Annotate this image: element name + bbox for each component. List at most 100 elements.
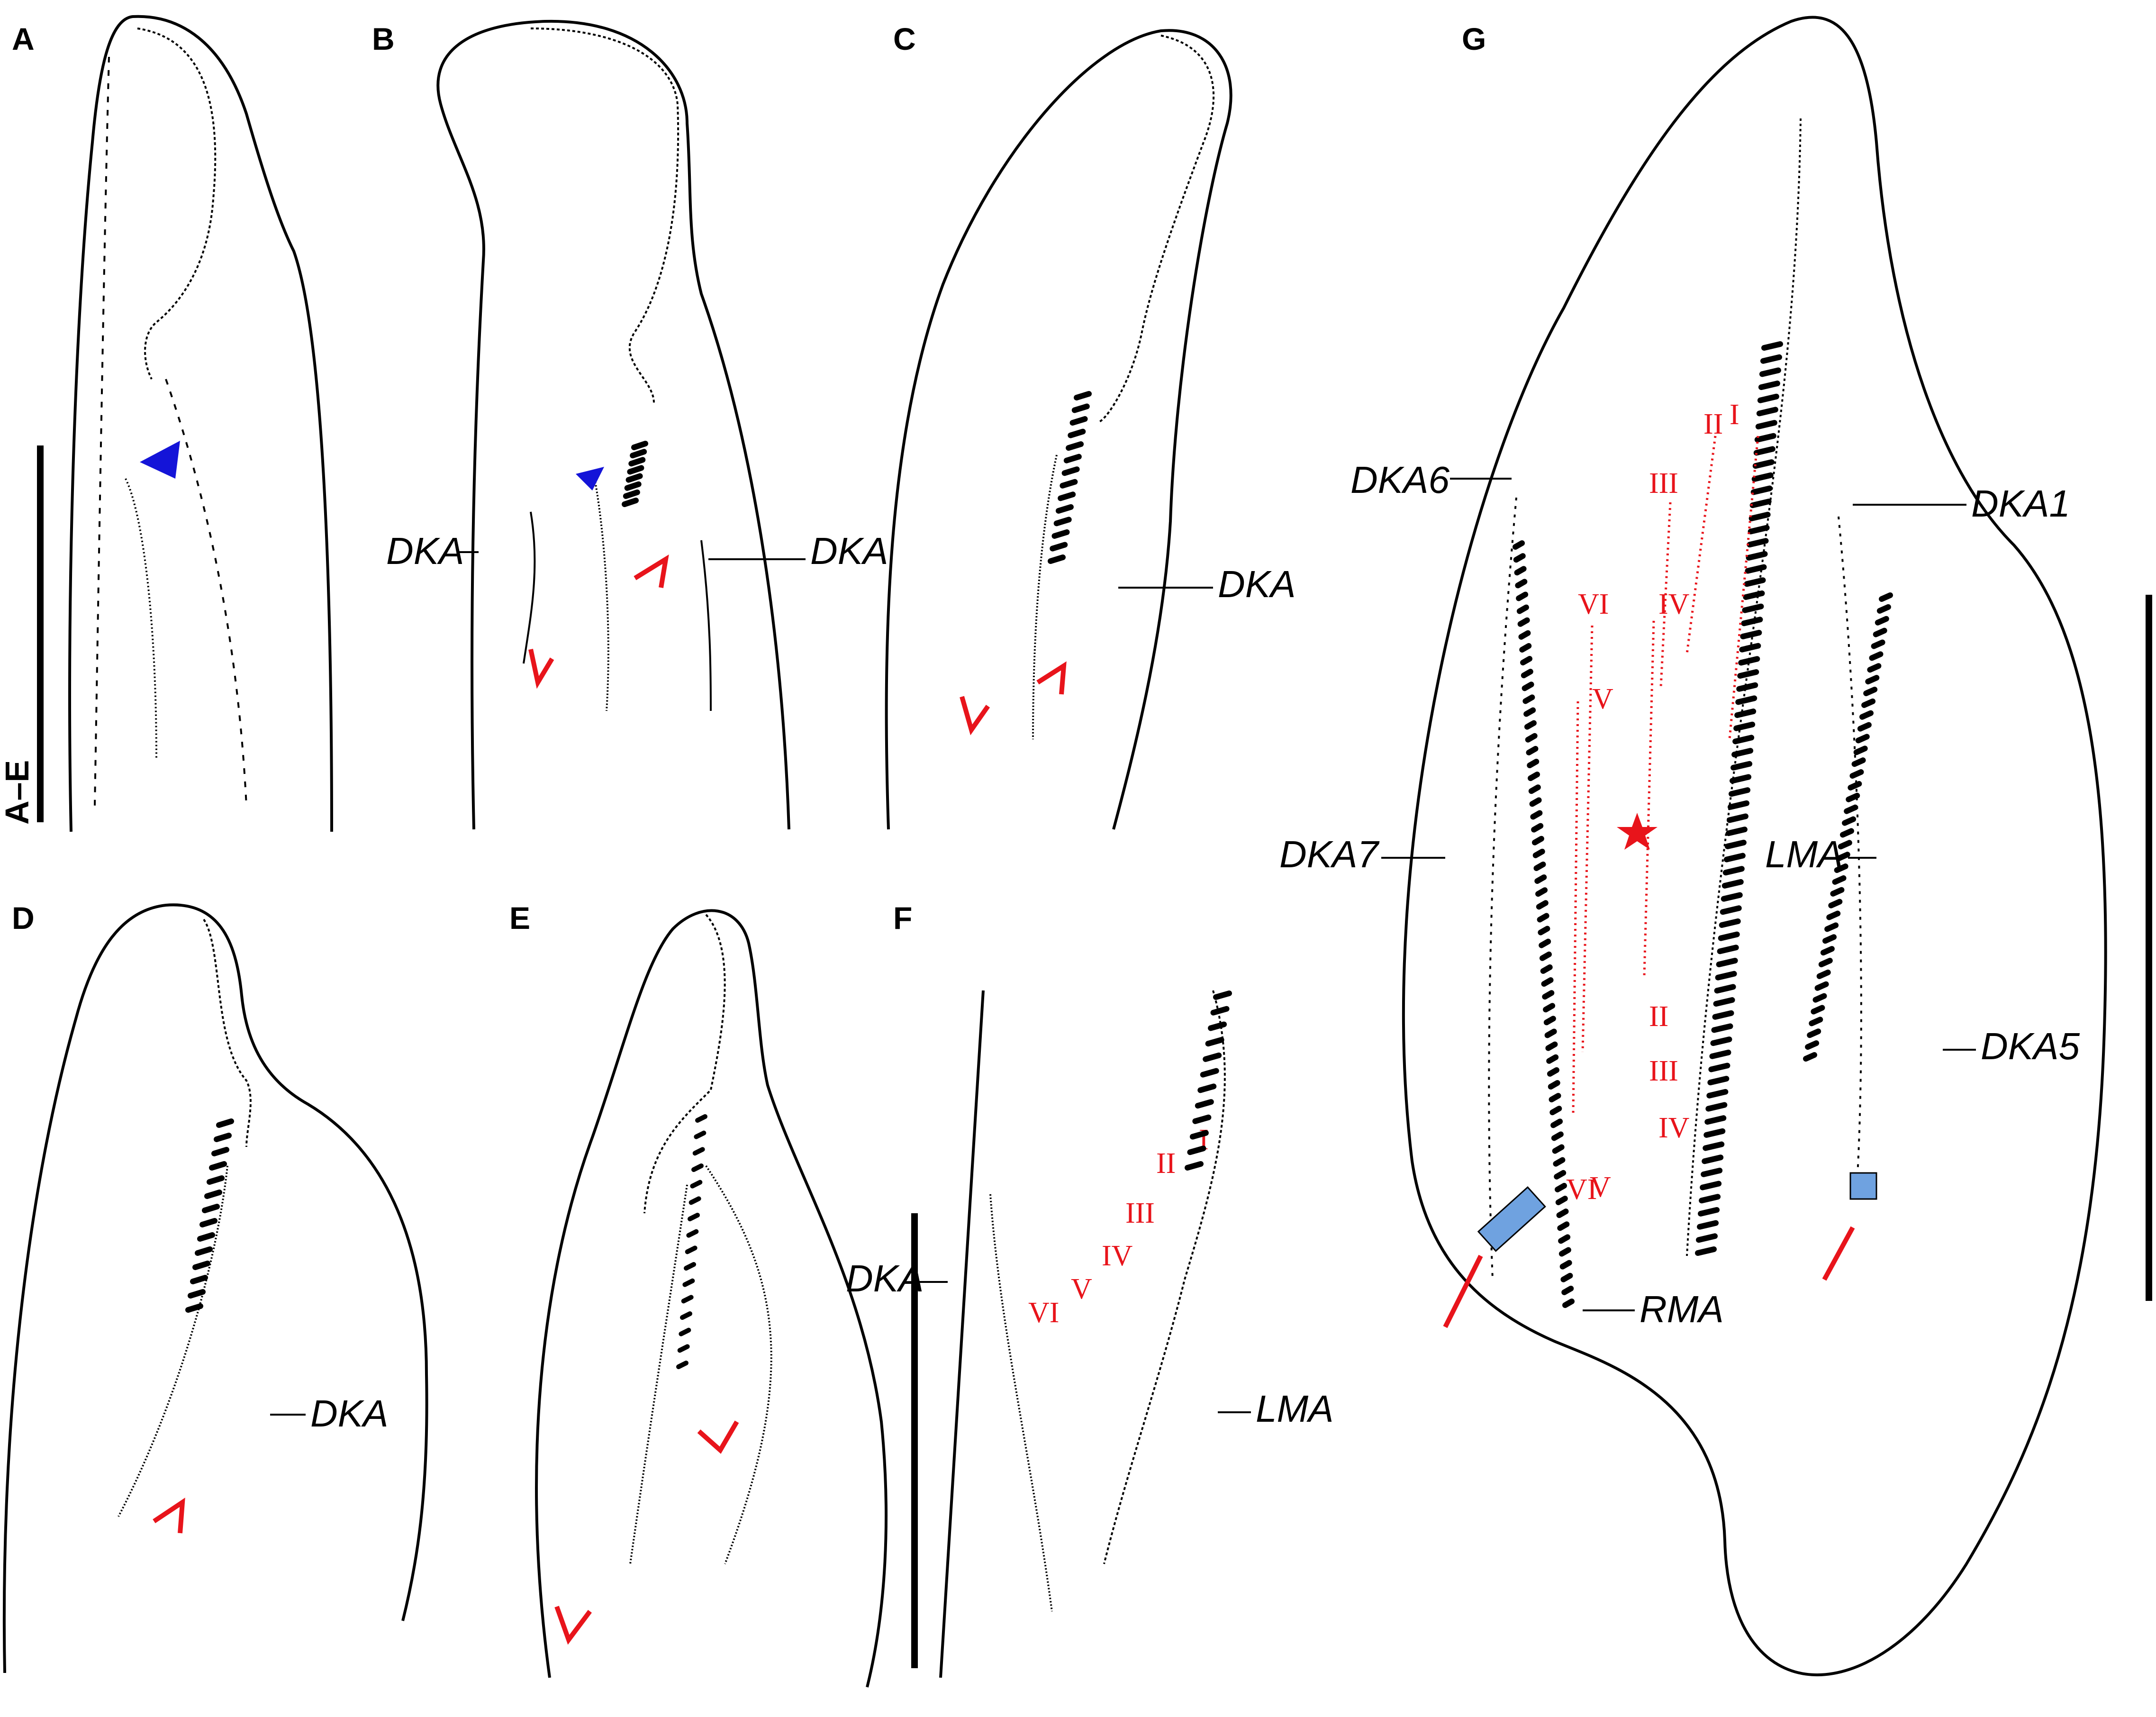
panel-g-rma-membranelle (1704, 1115, 1727, 1125)
panel-a-left-row (94, 56, 110, 806)
panel-g-rma-membranelle (1730, 761, 1753, 771)
panel-g-rma-membranelle (1695, 1246, 1717, 1256)
panel-g-dka7-membranelle (1543, 1016, 1556, 1026)
panel-c-red-double-arrow (960, 696, 990, 736)
panel-c-oral-zone (1069, 416, 1088, 426)
panel-e-red-double-arrow (554, 1606, 592, 1645)
panel-g-roman-iv-anterior: IV (1658, 588, 1690, 620)
panel-g-lma-membranelle (1812, 993, 1827, 1003)
panel-e-red-arrowhead (697, 1420, 739, 1454)
panel-g-rma-membranelle (1703, 1141, 1725, 1151)
panel-g-lma-membranelle (1863, 686, 1878, 696)
panel-g-dka7-membranelle (1534, 874, 1547, 884)
panel-g-dka7-membranelle (1542, 990, 1555, 1000)
panel-g-rma-membranelle (1744, 577, 1766, 587)
panel-g-dka7-membranelle (1548, 1080, 1560, 1090)
panel-e-paroral-kinety (643, 914, 726, 1214)
panel-b-red-arrowhead (634, 554, 669, 588)
panel-g-rma-membranelle (1748, 511, 1771, 521)
panel-d-oral-zone (192, 1261, 210, 1270)
panel-g-rma-membranelle (1725, 827, 1748, 836)
panel-g-lma-membranelle (1809, 1017, 1823, 1027)
panel-e-oral-zone (694, 1130, 707, 1139)
panel-g-lma-membranelle (1824, 922, 1839, 932)
panel-g-dka7-membranelle (1528, 772, 1540, 781)
panel-d-oral-zone (216, 1118, 234, 1128)
panel-b-dka-right (700, 540, 712, 711)
panel-c-label-dka-left: DKA (810, 530, 888, 572)
panel-f-label-lma: LMA (1256, 1388, 1334, 1430)
panel-g-dka7-membranelle (1516, 591, 1529, 601)
panel-g-lma-membranelle (1814, 981, 1829, 991)
panel-g-lma-membranelle (1838, 840, 1852, 850)
panel-g-lma-membranelle (1857, 722, 1872, 732)
panel-d-oral-zone (190, 1275, 208, 1284)
panel-d-oral-primordium (118, 1165, 228, 1517)
panel-c-oral-zone (1060, 479, 1078, 489)
panel-e-oral-zone (684, 1262, 696, 1271)
panel-g-primordium-link (1643, 620, 1655, 977)
panel-g-rma-membranelle (1709, 1049, 1731, 1059)
panel-b-oral-zone (625, 473, 643, 483)
panel-g-lma-membranelle (1848, 781, 1862, 790)
panel-g-blue-box-right (1849, 1172, 1877, 1200)
panel-g-rma-membranelle (1714, 984, 1736, 994)
panel-f-oral-zone (1205, 1037, 1224, 1047)
panel-g-lma-membranelle (1869, 651, 1884, 661)
panel-g-lma-membranelle (1830, 887, 1845, 897)
panel-f-oral-zone (1192, 1114, 1212, 1124)
panel-g-rma-membranelle (1745, 564, 1767, 574)
panel-e-oral-zone (688, 1196, 701, 1205)
panel-g-rma-membranelle (1732, 735, 1755, 745)
panel-g-rma-membranelle (1706, 1089, 1729, 1099)
panel-g-dka7-membranelle (1521, 669, 1533, 679)
panel-g-rma-membranelle (1719, 918, 1741, 928)
panel-g-rma-membranelle (1711, 1023, 1733, 1033)
panel-f-oral-zone (1210, 1006, 1230, 1016)
panel-g-rma-membranelle (1731, 748, 1754, 758)
panel-g-rma-membranelle (1747, 538, 1769, 548)
panel-a (68, 15, 333, 832)
panel-f-roman-ii: II (1156, 1147, 1176, 1180)
panel-g-lma-membranelle (1803, 1052, 1817, 1062)
panel-e-oral-primordium (629, 1184, 688, 1564)
panel-g-rma-membranelle (1755, 420, 1777, 430)
panel-g-dka7-membranelle (1541, 977, 1554, 987)
panel-g-lma-membranelle (1820, 946, 1835, 956)
panel-g-lma-membranelle (1846, 792, 1860, 802)
panel-c-oral-zone (1048, 554, 1066, 564)
panel-g-blue-box-left (1477, 1186, 1546, 1252)
panel-letter-c: C (893, 21, 916, 56)
panel-g-dka7-membranelle (1558, 1234, 1571, 1244)
panel-g: DKA6 DKA1 DKA7 LMA DKA5 RMA I II III IV … (1279, 16, 2107, 1677)
panel-g-dka7-membranelle (1527, 759, 1540, 769)
panel-f-cell-edge (939, 990, 985, 1678)
panel-g-dka7-membranelle (1513, 540, 1525, 550)
panel-g-lma-membranelle (1844, 804, 1858, 814)
panel-g-dka7-membranelle (1535, 887, 1548, 897)
panel-letter-d: D (12, 900, 35, 936)
panel-g-dka7-membranelle (1558, 1247, 1571, 1257)
panel-g-rma-membranelle (1716, 958, 1738, 968)
panel-f-roman-vi: VI (1028, 1297, 1059, 1329)
panel-g-roman-vi-anterior: VI (1578, 588, 1609, 620)
panel-d-paroral-kinety (203, 918, 252, 1147)
panel-c-oral-zone (1058, 491, 1076, 501)
panel-e-oral-zone (681, 1295, 694, 1304)
panel-g-rma-membranelle (1741, 617, 1763, 627)
panel-g-rma-membranelle (1748, 525, 1770, 535)
panel-d: DKA (2, 903, 428, 1673)
panel-g-rma-membranelle (1698, 1207, 1720, 1217)
panel-f: DKA LMA I II III IV V VI (846, 990, 1334, 1678)
panel-g-lma-membranelle (1873, 627, 1887, 637)
panel-g-label-rma: RMA (1640, 1288, 1724, 1330)
panel-g-red-arrow-right (1822, 1226, 1855, 1281)
panel-g-rma-membranelle (1734, 709, 1757, 718)
panel-f-oral-zone (1189, 1130, 1209, 1140)
panel-g-dka7-membranelle (1514, 566, 1527, 576)
panel-g-rma-membranelle (1736, 682, 1758, 692)
panel-g-lma-membranelle (1859, 710, 1874, 720)
panel-g-dka7-membranelle (1526, 745, 1539, 755)
panel-g-rma-membranelle (1699, 1194, 1721, 1204)
